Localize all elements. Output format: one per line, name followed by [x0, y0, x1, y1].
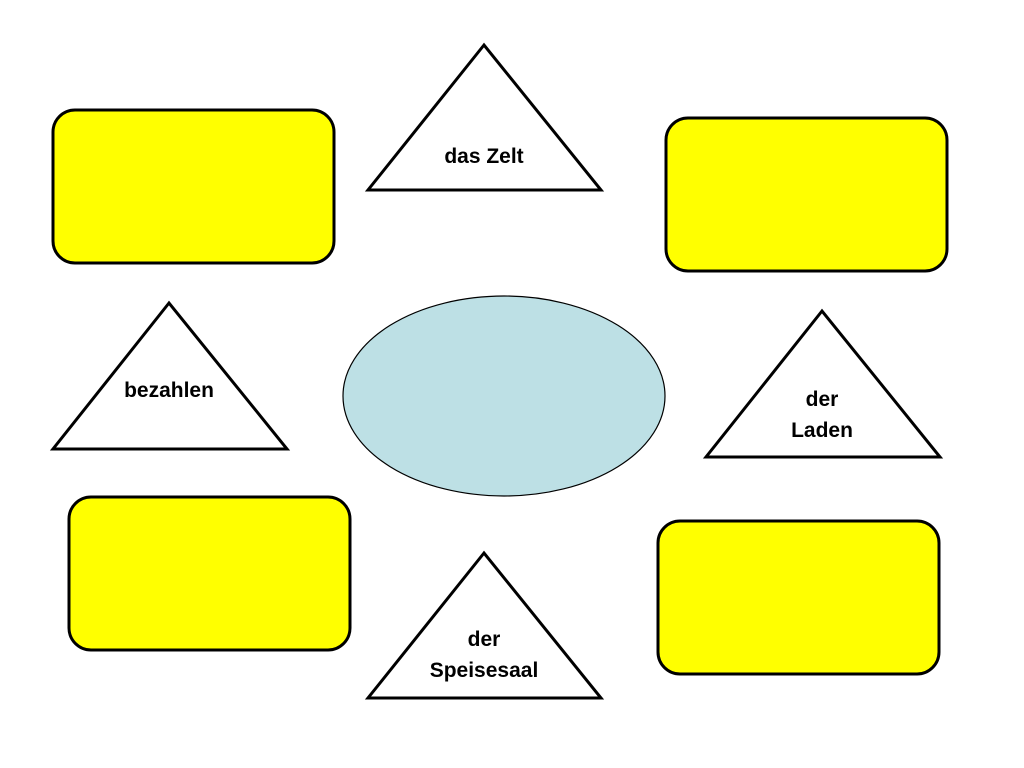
- triangle-left: [49, 300, 291, 451]
- triangle-bottom: [364, 550, 605, 700]
- box-top-left: [51, 108, 336, 265]
- triangle-top-label: das Zelt: [444, 145, 523, 168]
- triangle-bottom-label-line2: Speisesaal: [430, 659, 539, 682]
- triangle-right-label-line1: der: [806, 388, 839, 411]
- center-ellipse: [342, 295, 666, 497]
- box-top-right: [664, 116, 949, 273]
- triangle-right-label-line2: Laden: [791, 419, 853, 442]
- triangle-right: [702, 308, 944, 459]
- box-bottom-right: [656, 519, 941, 676]
- box-bottom-left: [67, 495, 352, 652]
- triangle-left-label: bezahlen: [124, 379, 214, 402]
- triangle-bottom-label-line1: der: [468, 628, 501, 651]
- triangle-top: [364, 42, 605, 192]
